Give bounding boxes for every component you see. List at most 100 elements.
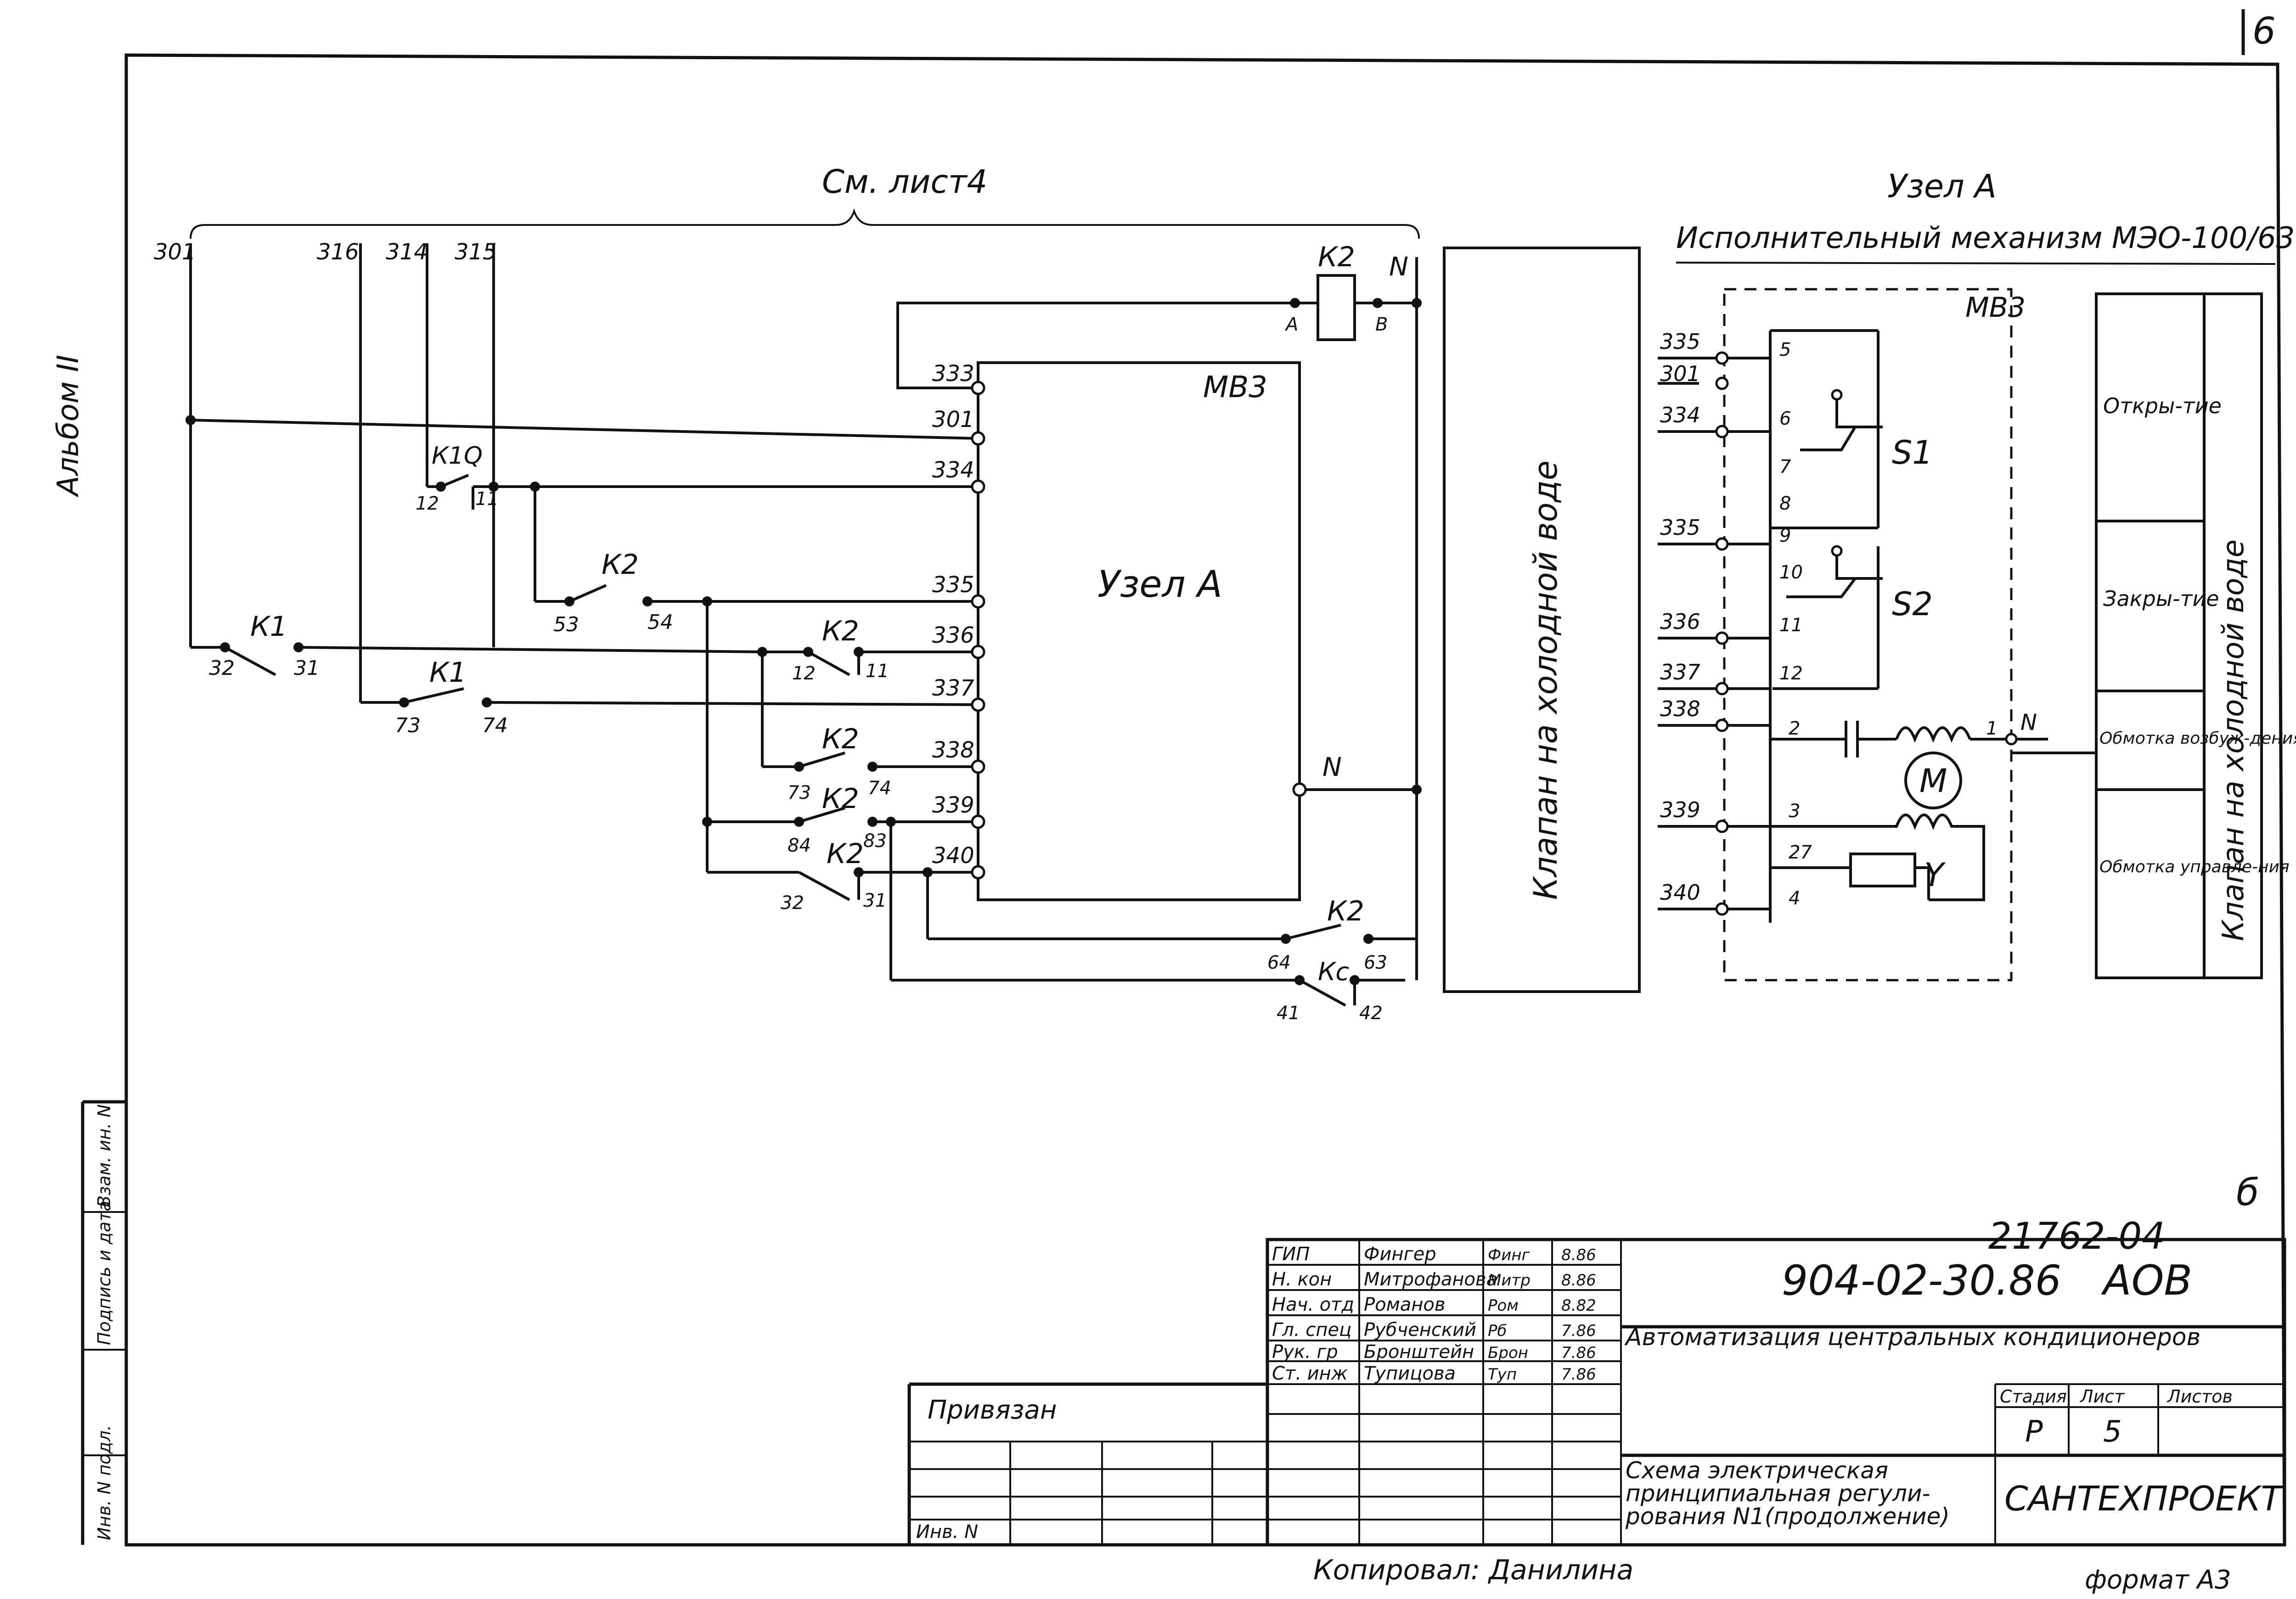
na-t4: 336 bbox=[1660, 609, 1700, 634]
strip-inv-orig: Инв. N подл. bbox=[94, 1425, 114, 1540]
staff-sign-2: Ром bbox=[1488, 1296, 1519, 1315]
mv3-t1: 301 bbox=[932, 407, 974, 432]
k2-1211-label: К2 bbox=[822, 615, 859, 647]
corner-mark-top: 6 bbox=[2252, 10, 2276, 52]
mv3-terminals: 333 301 334 335 336 337 338 339 340 bbox=[932, 361, 985, 880]
k1-3231-pin-b: 31 bbox=[294, 656, 320, 680]
tb-desc-0: Схема электрическая bbox=[1626, 1457, 1888, 1484]
staff-date-3: 7.86 bbox=[1561, 1322, 1596, 1340]
staff-role-3: Гл. спец bbox=[1272, 1319, 1351, 1341]
mv3-label: МВ3 bbox=[1203, 370, 1267, 404]
pin-8: 8 bbox=[1779, 493, 1791, 514]
kc-4142-pin-a: 41 bbox=[1277, 1003, 1300, 1024]
k2-6463-label: К2 bbox=[1327, 895, 1364, 927]
motor-symbol bbox=[1904, 752, 1962, 809]
mv3-center: Узел А bbox=[1097, 563, 1222, 606]
k2-6463-pin-a: 64 bbox=[1267, 952, 1291, 973]
staff-date-4: 7.86 bbox=[1561, 1344, 1596, 1362]
k2-8483-label: К2 bbox=[822, 783, 859, 815]
legend-side: Клапан на холодной воде bbox=[2217, 539, 2251, 941]
na-t5: 337 bbox=[1660, 660, 1700, 684]
tb-inv: Инв. N bbox=[916, 1521, 978, 1543]
tb-stage: Р bbox=[2025, 1415, 2043, 1449]
motor-label: М bbox=[1919, 762, 1947, 800]
junction-dots bbox=[186, 298, 1422, 985]
k1q-label: К1Q bbox=[432, 442, 483, 470]
input-314: 314 bbox=[386, 239, 428, 265]
corner-mark-mid: б bbox=[2236, 1171, 2259, 1214]
mv3-t0: 333 bbox=[932, 361, 974, 387]
node-a-n: N bbox=[2020, 710, 2037, 735]
staff-sign-4: Брон bbox=[1488, 1344, 1528, 1362]
kc-4142-pin-b: 42 bbox=[1359, 1003, 1383, 1024]
title-block bbox=[907, 1238, 2286, 1547]
staff-name-3: Рубченский bbox=[1364, 1319, 1476, 1341]
contact-labels: К1Q 12 11 К2 53 54 К1 32 31 К2 12 11 К1 … bbox=[209, 442, 1387, 1024]
staff-sign-3: Рб bbox=[1488, 1322, 1507, 1340]
node-a-block-label: МВ3 bbox=[1965, 292, 2026, 324]
staff-role-0: ГИП bbox=[1272, 1244, 1310, 1265]
tb-sheet-code: АОВ bbox=[2101, 1257, 2192, 1305]
pin-7: 7 bbox=[1779, 456, 1791, 477]
tb-binding: Привязан bbox=[928, 1395, 1057, 1425]
staff-name-0: Фингер bbox=[1364, 1244, 1436, 1265]
kc-4142-label: Кс bbox=[1318, 957, 1349, 986]
input-315: 315 bbox=[455, 239, 497, 265]
control-circuit bbox=[189, 243, 1418, 1007]
k1q-pin-a: 12 bbox=[416, 493, 439, 514]
valve-label: Клапан на холодной воде bbox=[1527, 460, 1564, 900]
mv3-block: МВ3 Узел А N bbox=[977, 361, 1342, 901]
staff-sign-0: Финг bbox=[1488, 1246, 1531, 1264]
staff-name-5: Тупицова bbox=[1364, 1363, 1456, 1384]
k2-7374-label: К2 bbox=[822, 723, 859, 755]
k2-1211-pin-b: 11 bbox=[866, 661, 889, 682]
k2-3231-label: К2 bbox=[827, 838, 864, 870]
staff-name-1: Митрофанова bbox=[1364, 1269, 1497, 1290]
pin-5: 5 bbox=[1779, 339, 1791, 360]
pin-1: 1 bbox=[1986, 718, 1998, 739]
k2-5354-pin-b: 54 bbox=[647, 611, 673, 634]
node-a-terminals: 335 301 334 335 336 337 338 339 340 bbox=[1660, 329, 1729, 916]
k1-7374-pin-a: 73 bbox=[395, 714, 421, 737]
mv3-n: N bbox=[1322, 752, 1342, 782]
pin-6: 6 bbox=[1779, 408, 1791, 429]
tb-stage-header: Стадия bbox=[2000, 1386, 2067, 1407]
k2-8483-pin-b: 83 bbox=[863, 830, 887, 852]
strip-sign-date: Подпись и дата bbox=[94, 1201, 114, 1345]
mv3-t5: 337 bbox=[932, 675, 974, 701]
staff-name-4: Бронштейн bbox=[1364, 1341, 1474, 1363]
k2-5354-pin-a: 53 bbox=[553, 613, 579, 636]
na-t1: 301 bbox=[1660, 361, 1700, 386]
staff-date-2: 8.82 bbox=[1561, 1296, 1596, 1315]
node-a-subtitle: Исполнительный механизм МЭО-100/63-0.63 bbox=[1676, 221, 2296, 255]
staff-date-0: 8.86 bbox=[1561, 1246, 1596, 1264]
k2-coil-a: А bbox=[1284, 314, 1298, 335]
staff-role-4: Рук. гр bbox=[1272, 1341, 1338, 1363]
k2-coil-b: В bbox=[1375, 314, 1388, 335]
tb-project: Автоматизация центральных кондиционеров bbox=[1624, 1324, 2200, 1351]
k2-3231-pin-b: 31 bbox=[863, 890, 887, 911]
valve-box: Клапан на холодной воде bbox=[1443, 247, 1641, 993]
legend-open: Откры-тие bbox=[2103, 393, 2222, 418]
tb-org: САНТЕХПРОЕКТ bbox=[2004, 1479, 2284, 1519]
na-t0: 335 bbox=[1660, 329, 1700, 354]
pin-2: 2 bbox=[1789, 718, 1800, 739]
pin-3: 3 bbox=[1789, 801, 1800, 822]
legend-control: Обмотка управле-ния bbox=[2099, 858, 2290, 876]
k1-3231-label: К1 bbox=[250, 611, 287, 643]
legend-excitation: Обмотка возбуж-дения bbox=[2099, 729, 2296, 748]
k2-6463-pin-b: 63 bbox=[1364, 952, 1387, 973]
input-labels: 301 316 314 315 bbox=[154, 239, 497, 265]
na-t7: 339 bbox=[1660, 797, 1700, 822]
k2-coil-label: К2 bbox=[1318, 241, 1355, 273]
mv3-t3: 335 bbox=[932, 572, 974, 598]
tb-desc-2: рования N1(продолжение) bbox=[1625, 1503, 1950, 1530]
k2-coil: К2 А В N bbox=[1284, 241, 1408, 341]
tb-code: 904-02-30.86 bbox=[1782, 1257, 2061, 1305]
staff-role-2: Нач. отд bbox=[1272, 1294, 1354, 1315]
k1-3231-pin-a: 32 bbox=[209, 656, 235, 680]
footer-copied: Копировал: Данилина bbox=[1313, 1554, 1633, 1586]
tb-sheet: 5 bbox=[2103, 1415, 2122, 1449]
node-a-pins: 5 6 7 8 9 10 11 12 2 1 3 27 4 bbox=[1779, 339, 1998, 909]
